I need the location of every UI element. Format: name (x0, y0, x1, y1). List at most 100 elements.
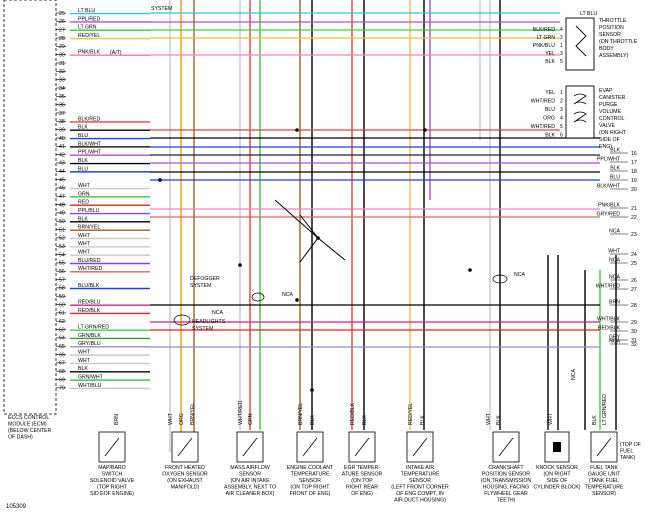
right-terminal-number: 29 (631, 320, 637, 326)
ecm-wire-label-66: WHT (78, 350, 91, 356)
right-wire-label: BRN (609, 300, 620, 306)
right-terminal-number: 17 (631, 160, 637, 166)
ecm-pin-66: 66 (59, 352, 65, 358)
bottom-wire-label: WHT (168, 412, 174, 425)
tps-wiper (575, 25, 587, 57)
ecm-caption: MODULE (ECM) (8, 422, 47, 428)
tps-box (565, 17, 595, 71)
sensor-caption: SENSOR) (592, 491, 616, 497)
right-terminal-number: 18 (631, 169, 637, 175)
bottom-wire-label: LT GRN/RED (602, 394, 608, 425)
ecm-pin-30: 30 (59, 52, 65, 58)
ecm-pin-38: 38 (59, 119, 65, 125)
tps-wire-label: BLK (545, 59, 555, 65)
ecm-pin-36: 36 (59, 102, 65, 108)
ecm-pin-50: 50 (59, 219, 65, 225)
ecm-wire-label-42: PPL/WHT (78, 150, 102, 156)
right-wire-label: GRY (609, 335, 621, 341)
ecm-pin-40: 40 (59, 136, 65, 142)
tps-wire-label: PNK/BLU (533, 43, 555, 49)
sensor-caption: TEMPERATURE (401, 472, 440, 478)
evap-caption: EVAP (599, 88, 613, 94)
sensor-caption: CRANKSHAFT (488, 465, 524, 471)
ecm-caption: OF DASH) (8, 435, 33, 441)
evap-caption: CONTROL (599, 116, 624, 122)
sensor-caption: HOUSING, FACING (483, 485, 529, 491)
right-wire-label: NCA (609, 229, 620, 235)
evap-wire-label: BLK (545, 133, 555, 139)
right-terminal-number: 26 (631, 278, 637, 284)
right-wire-label: BLK (610, 148, 620, 154)
sensor-caption: OXYGEN SENSOR (162, 472, 208, 478)
sensor-symbol (596, 437, 612, 457)
junction-dot (423, 128, 427, 132)
right-terminal-number: 32 (631, 342, 637, 348)
ecm-wire-label-58: BLU/BLK (78, 283, 100, 289)
sensor-caption: (ON TOP RIGHT (291, 485, 331, 491)
right-terminal-column: BLK16PPL/WHT17BLK18BLU19BLK/WHT20PNK/BLK… (596, 148, 637, 348)
sensor-symbol (302, 437, 318, 457)
right-terminal-number: 22 (631, 215, 637, 221)
bottom-wire-label: RED/BLK (350, 402, 356, 425)
nca-vertical-note: NCA (571, 369, 577, 380)
sensor-caption: (ON AIR INTAKE (230, 478, 270, 484)
sensor-caption: GAUGE UNIT (588, 472, 621, 478)
sensor-caption: ENGINE COOLANT (287, 465, 334, 471)
ecm-wire-label-54: WHT (78, 250, 91, 256)
right-wire-label: NCA (609, 339, 620, 345)
ecm-pin-45: 45 (59, 177, 65, 183)
ecm-pin-60: 60 (59, 302, 65, 308)
ecm-wire-label-44: BLU (78, 166, 88, 172)
sensor-caption: AIR DUCT HOUSING) (394, 498, 446, 504)
junction-dot (468, 268, 472, 272)
sensor-symbol (354, 437, 370, 457)
right-terminal-number: 28 (631, 303, 637, 309)
tps-wire-label: LT GRN (536, 35, 555, 41)
ecm-pin-67: 67 (59, 361, 65, 367)
tps-wire-label: LT BLU (580, 11, 597, 17)
bottom-wire-label: WHT (548, 412, 554, 425)
right-terminal-number: 30 (631, 329, 637, 335)
sensor-box (406, 431, 434, 463)
sensor-caption: (LEFT FRONT CORNER (391, 485, 449, 491)
evap-caption: ENG) (599, 144, 612, 150)
bottom-wire-label: BLK (496, 415, 502, 425)
ecm-pin-26: 26 (59, 19, 65, 25)
ecm-wire-label-28: RED/YEL (78, 33, 100, 39)
sensor-caption: KNOCK SENSOR (536, 465, 578, 471)
ecm-wire-label-61: RED/BLK (78, 308, 101, 314)
ecm-pin-43: 43 (59, 161, 65, 167)
wire-layer (70, 0, 617, 452)
bottom-wire-label: BLK (362, 415, 368, 425)
ecm-wire-label-30: PNK/BLK (78, 50, 100, 56)
ecm-wire-label-69: GRN/WHT (78, 375, 104, 381)
sensor-symbol (412, 437, 428, 457)
note-system: SYSTEM (151, 6, 172, 12)
right-wire-label: BLK/WHT (597, 184, 621, 190)
ecm-pin-56: 56 (59, 269, 65, 275)
inline-notes: (A/T)SYSTEMDEFOGGERSYSTEMHEADLIGHTSSYSTE… (110, 6, 577, 380)
ecm-caption: (BELOW CENTER (8, 428, 51, 434)
right-wire-label: GRY/RED (596, 212, 620, 218)
right-wire-label: BLU (610, 175, 620, 181)
sensor-caption: FRONT HEATED (165, 465, 205, 471)
ecm-pin-62: 62 (59, 319, 65, 325)
sensor-symbol (104, 437, 120, 457)
ecm-wire-label-26: PPL/RED (78, 16, 100, 22)
sensor-caption: FRONT OF ENG) (290, 491, 331, 497)
ecm-pin-29: 29 (59, 44, 65, 50)
ecm-pin-39: 39 (59, 127, 65, 133)
sensor-caption: INTAKE AIR (406, 465, 434, 471)
fuel-tank-note: TANK) (620, 455, 635, 461)
tps-caption: POSITION (599, 25, 624, 31)
ecm-pin-61: 61 (59, 311, 65, 317)
sensor-symbol (242, 437, 258, 457)
ecm-wire-label-65: GRY/BLU (78, 341, 101, 347)
sensor-caption: MANIFOLD) (171, 485, 200, 491)
